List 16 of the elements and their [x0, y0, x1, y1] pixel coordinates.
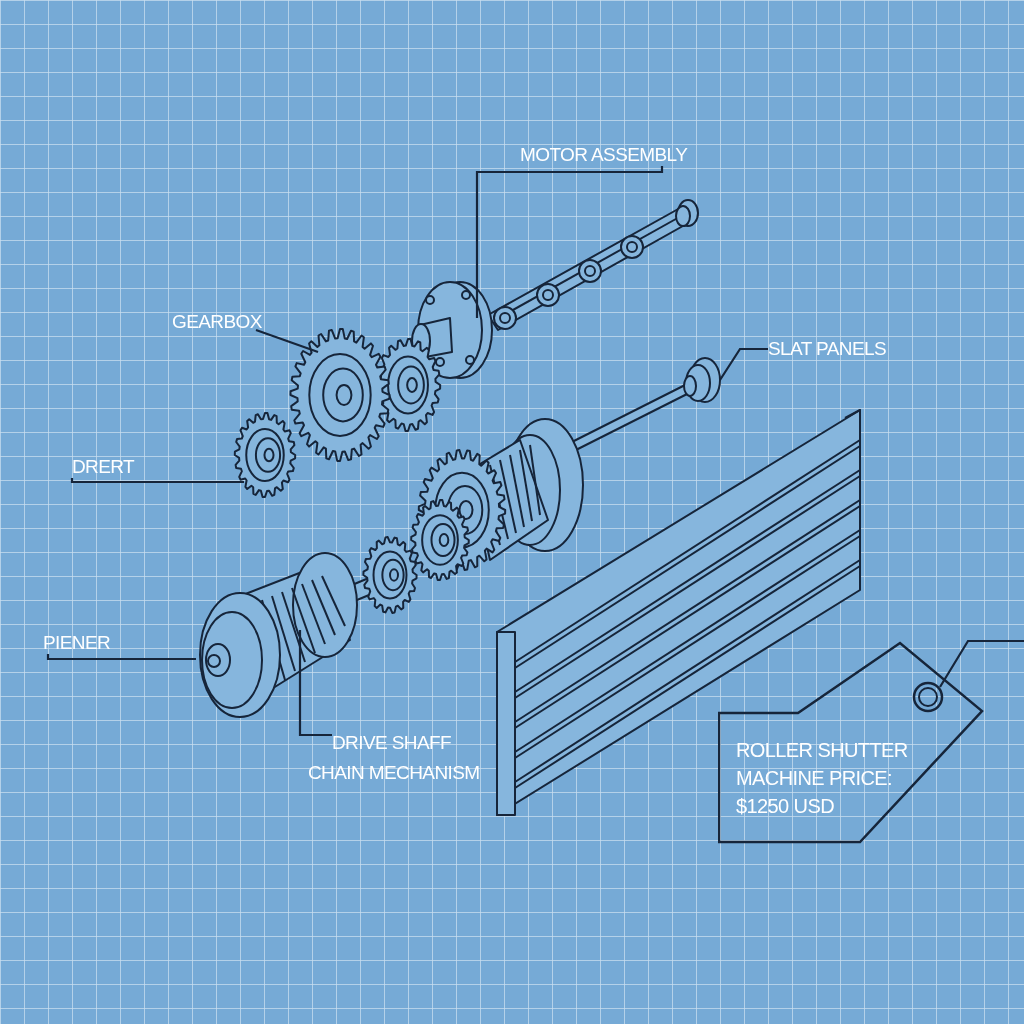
price-tag: [718, 640, 984, 844]
leader-line: [298, 630, 332, 737]
leader-line: [254, 328, 319, 354]
leader-line: [70, 478, 244, 484]
part-label: DRERT: [72, 456, 135, 478]
leader-line: [46, 654, 196, 661]
part-label: PIENER: [43, 632, 111, 654]
leader-line: [475, 166, 664, 318]
leader-line: [719, 347, 768, 381]
part-label: GEARBOX: [172, 311, 262, 333]
leader-line: [938, 639, 1024, 689]
part-label: MOTOR ASSEMBLY: [520, 144, 688, 166]
part-label: CHAIN MECHANISM: [308, 762, 480, 784]
part-label: DRIVE SHAFF: [332, 732, 452, 754]
part-label: SLAT PANELS: [768, 338, 886, 360]
price-text: ROLLER SHUTTER MACHINE PRICE: $1250 USD: [736, 738, 909, 819]
